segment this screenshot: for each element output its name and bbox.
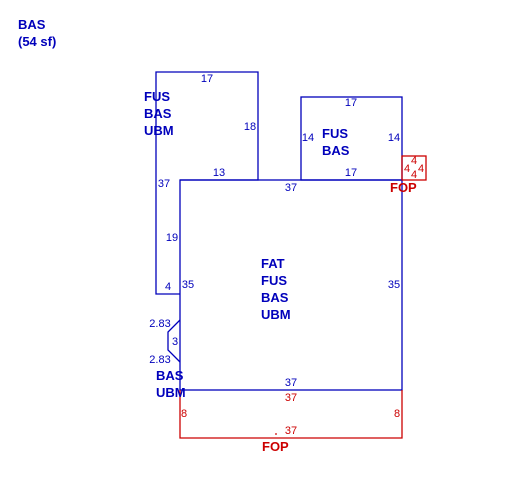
main-section — [179, 179, 403, 391]
dim-porch-right: 8 — [394, 408, 400, 420]
bottom-porch — [179, 390, 403, 439]
dim-main-right: 35 — [388, 279, 400, 291]
label-main-2: FUS — [261, 273, 287, 288]
label-upper-right-1: FUS — [322, 126, 348, 141]
label-main-3: BAS — [261, 290, 289, 305]
header-title: BAS — [18, 17, 46, 32]
label-lower-left-2: UBM — [156, 385, 186, 400]
dim-porch-small-a: 4 — [411, 155, 417, 167]
dim-porch-small-d: 4 — [411, 169, 417, 181]
dim-upper-left-left: 37 — [158, 178, 170, 190]
label-upper-right-2: BAS — [322, 143, 350, 158]
header-area: (54 sf) — [18, 34, 57, 49]
area-labels: FUS BAS UBM FUS BAS FAT FUS BAS UBM BAS … — [144, 89, 350, 400]
dim-porch-small-c: 4 — [418, 163, 424, 175]
dim-bay-mid: 3 — [172, 336, 178, 348]
dim-left-strip: 19 — [166, 232, 178, 244]
porch-labels: FOP FOP — [262, 180, 417, 454]
dim-porch-bottom: 37 — [285, 425, 297, 437]
dim-upper-right-top: 17 — [345, 97, 357, 109]
label-lower-left-1: BAS — [156, 368, 184, 383]
area-header: BAS (54 sf) — [18, 16, 56, 50]
dim-upper-left-right: 18 — [244, 121, 256, 133]
small-porch — [401, 155, 427, 181]
label-upper-left-1: FUS — [144, 89, 170, 104]
building-outlines — [155, 71, 403, 391]
dim-upper-right-bottom: 17 — [345, 167, 357, 179]
porch-dimension-labels: 4 4 4 4 37 8 8 37 — [181, 155, 424, 437]
label-porch-bottom: FOP — [262, 439, 289, 454]
dim-upper-left-bottom: 13 — [213, 167, 225, 179]
dim-main-top: 37 — [285, 182, 297, 194]
dim-porch-small-b: 4 — [404, 163, 410, 175]
label-main-1: FAT — [261, 256, 285, 271]
dim-upper-right-right: 14 — [388, 132, 400, 144]
porch-marker-dot — [275, 433, 277, 435]
label-upper-left-2: BAS — [144, 106, 172, 121]
label-main-4: UBM — [261, 307, 291, 322]
bay-section — [167, 319, 181, 363]
dim-main-bottom: 37 — [285, 377, 297, 389]
dim-upper-right-left: 14 — [302, 132, 314, 144]
dim-main-left: 35 — [182, 279, 194, 291]
dim-left-strip-bottom: 4 — [165, 281, 171, 293]
dim-bay-bottom: 2.83 — [149, 354, 170, 366]
dimension-labels: 17 18 37 13 19 4 17 14 14 17 37 35 35 37… — [149, 73, 400, 389]
dim-porch-left: 8 — [181, 408, 187, 420]
label-upper-left-3: UBM — [144, 123, 174, 138]
porch-outlines — [179, 155, 427, 439]
dim-bay-top: 2.83 — [149, 318, 170, 330]
label-porch-small: FOP — [390, 180, 417, 195]
dim-porch-top: 37 — [285, 392, 297, 404]
dim-upper-left-top: 17 — [201, 73, 213, 85]
